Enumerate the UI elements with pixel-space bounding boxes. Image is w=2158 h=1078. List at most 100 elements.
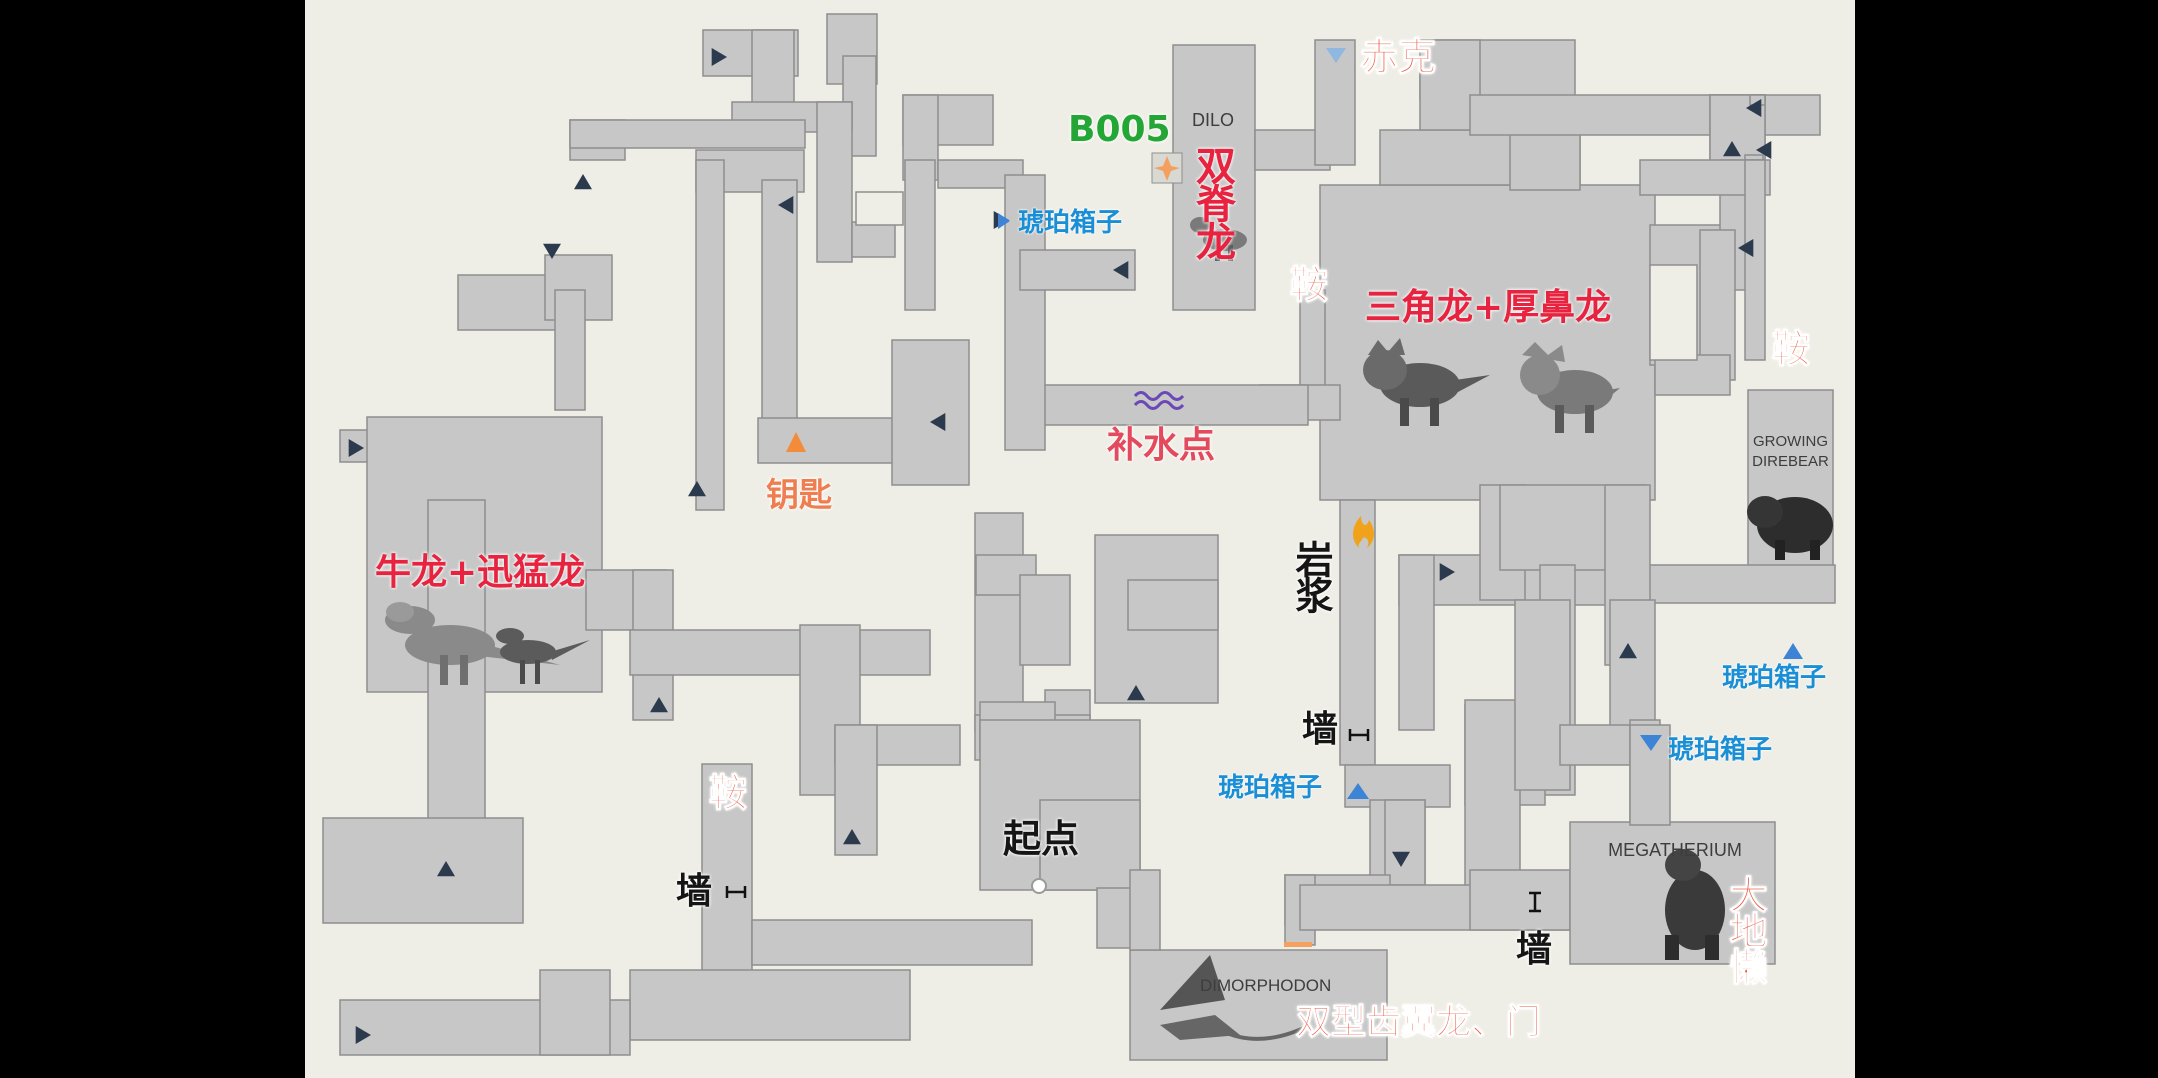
corridor xyxy=(751,919,1033,966)
start-dot-icon xyxy=(1031,878,1047,894)
label-wall-2: 墙 xyxy=(676,871,713,912)
corridor xyxy=(1299,289,1326,401)
corridor xyxy=(1609,599,1656,731)
label-chike: 赤克 xyxy=(1359,35,1437,79)
label-wall-3: 墙 xyxy=(1516,929,1553,970)
label-wall-1: 墙 xyxy=(1302,709,1339,750)
amber-box-icon xyxy=(1640,735,1662,751)
room-outlines xyxy=(855,191,1698,361)
corridor xyxy=(569,119,806,149)
triangle-icon xyxy=(1738,239,1754,257)
label-water-point: 补水点 xyxy=(1107,425,1216,466)
corridor xyxy=(1469,869,1571,931)
megatherium-image xyxy=(1665,849,1725,960)
corridor xyxy=(1464,699,1521,901)
triangle-icon xyxy=(355,1026,371,1044)
room-label-dimorphodon: DIMORPHODON xyxy=(1200,976,1332,995)
room xyxy=(1039,799,1141,891)
triangle-icon xyxy=(1392,851,1410,867)
label-amber-box-3: 琥珀箱子 xyxy=(1722,663,1827,693)
corridor xyxy=(1314,39,1356,166)
carnotaurus-image xyxy=(385,602,560,685)
triangle-icon xyxy=(1113,261,1129,279)
corridor xyxy=(1019,574,1071,666)
room xyxy=(1319,184,1656,501)
corridor xyxy=(629,629,931,676)
amber-box-icon xyxy=(1347,783,1369,799)
label-dimorphodon-gate: 双型齿翼龙、门 xyxy=(1295,1003,1542,1043)
pachyrhinosaurus-image xyxy=(1520,342,1620,433)
corridor xyxy=(891,339,970,486)
triangle-icon xyxy=(543,243,561,259)
triangle-icon xyxy=(711,48,727,66)
corridor xyxy=(629,969,911,1041)
triangle-icon xyxy=(437,861,455,877)
wall-barrier-icon xyxy=(1348,729,1370,741)
corridor xyxy=(1398,554,1435,731)
label-amber-box-2: 琥珀箱子 xyxy=(1218,773,1323,803)
label-saddle-1: 鞍 xyxy=(1289,263,1329,307)
corridor xyxy=(974,512,1024,732)
triangle-icon xyxy=(843,829,861,845)
corridor xyxy=(1127,579,1219,631)
triangle-icon xyxy=(688,481,706,497)
triangle-icon xyxy=(930,413,946,431)
triangle-icon xyxy=(1439,563,1455,581)
triangle-icon xyxy=(1746,99,1762,117)
corridor xyxy=(751,29,795,111)
corridor xyxy=(904,159,936,311)
label-trike-pachy: 三角龙+厚鼻龙 xyxy=(1365,287,1612,328)
creature-images xyxy=(385,217,1833,1041)
raptor-image xyxy=(496,628,590,684)
corridor xyxy=(1469,94,1821,136)
triangle-icon xyxy=(348,439,364,457)
corridor xyxy=(816,101,853,263)
triceratops-image xyxy=(1363,338,1490,426)
room xyxy=(1172,44,1256,311)
triangle-icon xyxy=(1127,685,1145,701)
label-lava: 岩浆 xyxy=(1289,540,1333,612)
corridor xyxy=(322,817,524,924)
corridor xyxy=(1129,869,1161,951)
label-dilo-cn: 双脊龙 xyxy=(1189,145,1235,259)
corridor xyxy=(1614,564,1836,604)
amber-box-icon xyxy=(1783,643,1803,659)
triangle-icon xyxy=(574,174,592,190)
corridor xyxy=(937,159,1024,189)
wall-barrier-icon xyxy=(725,886,747,898)
label-amber-box-4: 琥珀箱子 xyxy=(1668,735,1773,765)
corridor xyxy=(1744,159,1766,361)
label-saddle-2: 鞍 xyxy=(1771,327,1811,371)
orange-gate-icon xyxy=(1284,942,1312,947)
room-label-growing-direbear: GROWING DIREBEAR xyxy=(1752,433,1829,471)
boss-star-icon xyxy=(1151,152,1183,184)
corridors xyxy=(322,13,1836,1061)
corridor xyxy=(1509,129,1581,191)
corridor xyxy=(695,159,725,511)
corridor xyxy=(457,274,559,331)
triangle-icon xyxy=(1756,141,1772,159)
water-wave-icon xyxy=(1133,391,1185,410)
dimorphodon-image xyxy=(1160,955,1311,1041)
special-icons xyxy=(725,48,1803,947)
label-amber-box-1: 琥珀箱子 xyxy=(1018,208,1123,238)
room-label-dilo: DILO xyxy=(1192,110,1235,130)
corridor xyxy=(761,179,798,426)
corridor xyxy=(1004,174,1046,451)
triangle-icon xyxy=(1619,643,1637,659)
triangle-icon xyxy=(778,196,794,214)
triangle-icon xyxy=(1723,141,1741,157)
corridor xyxy=(851,221,896,258)
label-start: 起点 xyxy=(1003,817,1080,861)
label-giant-sloth: 大地懒 xyxy=(1723,875,1768,984)
label-saddle-3: 鞍 xyxy=(708,771,748,815)
wall-barrier-icon xyxy=(1529,891,1541,913)
amber-box-icon xyxy=(1326,48,1346,63)
amber-box-icon xyxy=(998,213,1010,229)
corridor xyxy=(834,724,878,856)
corridor xyxy=(539,969,611,1056)
room-label-megatherium: MEGATHERIUM xyxy=(1608,840,1742,860)
dilophosaurus-image xyxy=(1190,217,1247,261)
